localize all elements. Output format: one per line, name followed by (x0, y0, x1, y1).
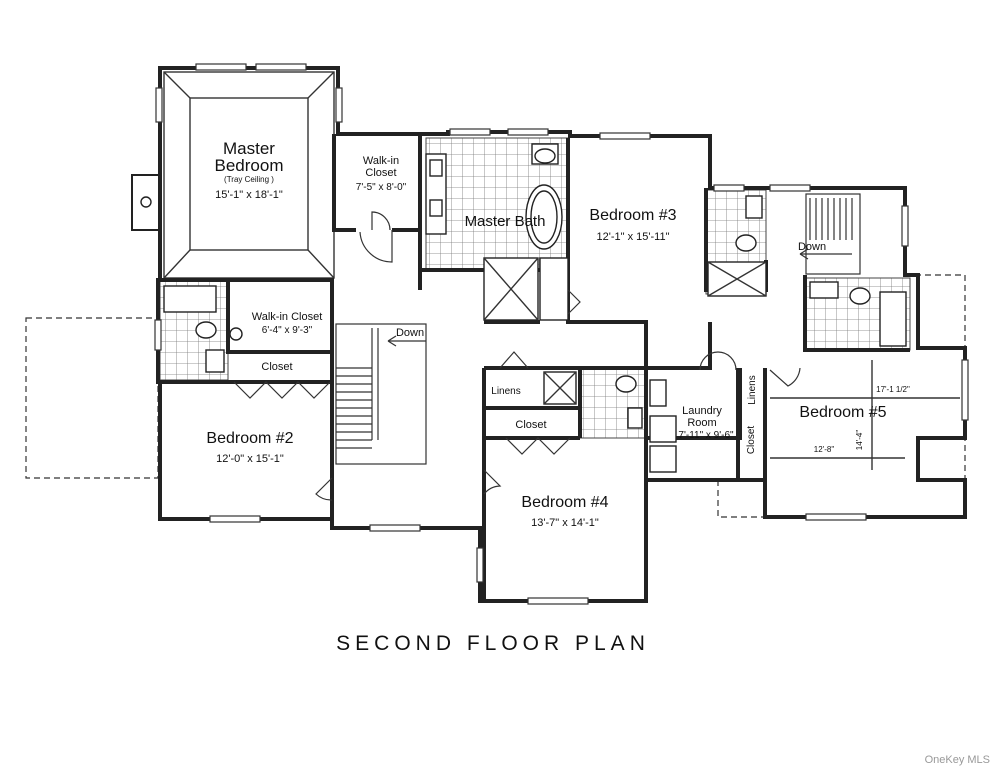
door-linens[interactable] (499, 351, 529, 369)
label-bed3: Bedroom #3 (589, 207, 676, 224)
sink-left-a (429, 159, 443, 177)
label-master-bedroom-1: Master (223, 139, 275, 158)
label-master-bedroom-2: Bedroom (215, 156, 284, 175)
label-linens-1: Linens (491, 386, 520, 397)
door-bed4[interactable] (483, 469, 502, 495)
jj-shower-x (707, 261, 767, 297)
rear-stair-arrow (799, 248, 852, 260)
window-bath-top-2 (507, 128, 549, 136)
label-bed5-dim-a: 17'-1 1/2" (876, 385, 910, 394)
label-walkin1-1: Walk-in (363, 155, 399, 167)
window-master-top-2 (255, 63, 307, 71)
label-closet-bed5: Closet (746, 426, 757, 455)
bath2-tub (163, 285, 217, 313)
credit-text: OneKey MLS (925, 754, 990, 766)
label-walkin1-2: Closet (365, 167, 396, 179)
window-bed4-left (476, 547, 484, 583)
main-stair-arrow (387, 335, 426, 347)
label-linens-2: Linens (747, 375, 758, 404)
fireplace-flue (140, 196, 152, 208)
label-bed5-dim-c: 14'-4" (855, 430, 864, 451)
window-rear-right (901, 205, 909, 247)
sink-left-b (429, 199, 443, 217)
label-master-note: (Tray Ceiling ) (224, 175, 274, 184)
window-master-left (155, 87, 163, 123)
door-laundry[interactable] (699, 351, 737, 371)
label-closet-bed2: Closet (261, 361, 292, 373)
label-bed5-dim-b: 12'-8" (814, 445, 835, 454)
jj-sink (745, 195, 763, 219)
bath5-tub (879, 291, 907, 347)
dryer (649, 445, 677, 473)
window-bed2-left (154, 319, 162, 351)
main-stair-treads (336, 328, 379, 449)
window-rear-top-2 (769, 184, 811, 192)
window-bed3-top (599, 132, 651, 140)
label-master-dims: 15'-1" x 18'-1" (215, 189, 283, 201)
laundry-sink (649, 379, 667, 407)
door-bed2[interactable] (315, 477, 333, 501)
label-walkin2: Walk-in Closet (252, 311, 323, 323)
label-bed5: Bedroom #5 (799, 404, 886, 421)
master-tray-diagonals (163, 71, 335, 279)
interior-walls (160, 134, 910, 601)
label-bed4: Bedroom #4 (521, 494, 608, 511)
rear-stair-treads (809, 198, 853, 240)
fireplace-box (131, 174, 161, 231)
bath2-sink-basin (229, 327, 243, 341)
window-master-top (195, 63, 247, 71)
label-rear-stair-down: Down (798, 241, 826, 253)
window-bed4-bottom (527, 597, 589, 605)
window-bath-top (449, 128, 491, 136)
label-bed4-dims: 13'-7" x 14'-1" (531, 517, 599, 529)
label-bed2: Bedroom #2 (206, 430, 293, 447)
door-bed3[interactable] (567, 289, 581, 315)
hall-shower-x (543, 371, 577, 405)
master-tub-inner (530, 190, 558, 244)
window-hall-bottom (369, 524, 421, 532)
left-deck-outline (25, 317, 159, 479)
master-toilet-bowl (534, 148, 556, 164)
label-main-stair-down: Down (396, 327, 424, 339)
bath2-sink (205, 349, 225, 373)
label-laundry-1: Laundry (682, 405, 722, 417)
master-shower-a-x (483, 257, 539, 321)
main-stair-frame (335, 323, 427, 465)
hall-toilet (615, 375, 637, 393)
washer (649, 415, 677, 443)
bath5-sink (809, 281, 839, 299)
window-bed2-bottom (209, 515, 261, 523)
plan-title: SECOND FLOOR PLAN (336, 632, 650, 655)
window-bed5-right (961, 359, 969, 421)
window-bed5-bottom (805, 513, 867, 521)
label-master-bath: Master Bath (465, 213, 546, 230)
door-master[interactable] (359, 230, 393, 263)
jj-toilet (735, 234, 757, 252)
hall-sink (627, 407, 643, 429)
label-laundry-dims: 7'-11" x 9'-6" (678, 430, 734, 441)
rear-stair-frame (805, 193, 861, 275)
bath5-toilet (849, 287, 871, 305)
bath2-toilet (195, 321, 217, 339)
window-rear-top (713, 184, 745, 192)
master-shower-b (539, 257, 569, 321)
window-master-right (335, 87, 343, 123)
label-laundry-2: Room (687, 417, 716, 429)
door-master-walkin[interactable] (371, 211, 391, 231)
door-bed5[interactable] (769, 367, 801, 387)
door-hall-closet[interactable] (505, 437, 571, 455)
label-closet-hall: Closet (515, 419, 546, 431)
label-bed3-dims: 12'-1" x 15'-11" (597, 231, 670, 243)
master-tray-inner (189, 97, 309, 251)
label-walkin1-dims: 7'-5" x 8'-0" (356, 182, 407, 193)
label-bed2-dims: 12'-0" x 15'-1" (216, 453, 284, 465)
label-walkin2-dims: 6'-4" x 9'-3" (262, 325, 313, 336)
door-closet-bed2[interactable] (233, 381, 331, 399)
